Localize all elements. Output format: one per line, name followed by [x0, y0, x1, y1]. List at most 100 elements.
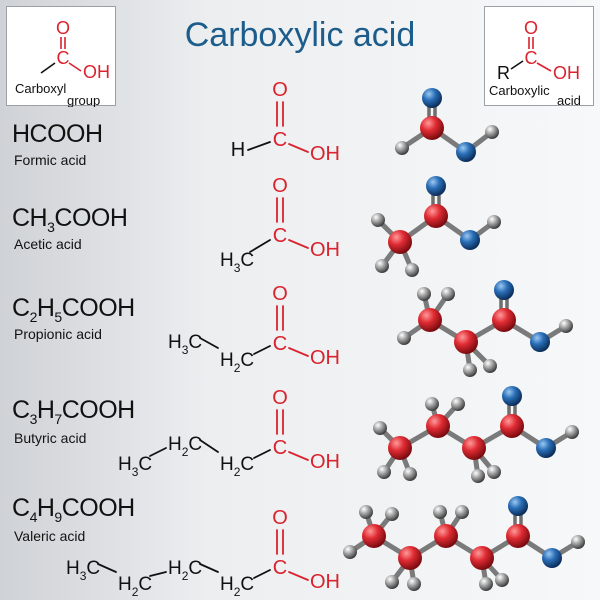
oxygen-atom-ball: [530, 332, 550, 352]
chain-ch2-label: H2C: [118, 574, 152, 599]
formula-part: C: [12, 494, 30, 522]
chain-bond-line: [199, 563, 219, 573]
chain-ch3-label: H3C: [66, 558, 100, 583]
carboxyl-c-label: C: [57, 48, 70, 68]
oxygen-atom-ball: [542, 548, 562, 568]
formula-part: C: [12, 294, 30, 322]
carbon-atom-ball: [454, 330, 478, 354]
carboxylic-o-label: O: [524, 18, 538, 38]
carboxyl-oh-label: OH: [83, 62, 110, 82]
hydrogen-atom-ball: [425, 397, 439, 411]
formula-part: C: [12, 396, 30, 424]
carboxyl-group-box: O C OH Carboxyl group: [6, 6, 116, 108]
hydrogen-atom-ball: [403, 467, 417, 481]
hydrogen-atom-ball: [371, 213, 385, 227]
oh-bond-line: [288, 347, 309, 357]
hydrogen-atom-ball: [441, 287, 455, 301]
hydrogen-atom-ball: [485, 125, 499, 139]
chain-ch3-label: H3C: [168, 332, 202, 357]
formula-part: COOH: [61, 494, 136, 522]
structure-o-label: O: [272, 387, 288, 409]
hydrogen-atom-ball: [397, 331, 411, 345]
oxygen-atom-ball: [422, 88, 442, 108]
formula-acetic: CH3COOH: [12, 204, 128, 235]
formula-valeric: C4H9COOH: [12, 494, 135, 525]
hydrogen-atom-ball: [571, 535, 585, 549]
oxygen-atom-ball: [502, 386, 522, 406]
structure-oh-label: OH: [310, 571, 340, 593]
hydrogen-atom-ball: [417, 287, 431, 301]
structure-o-label: O: [272, 175, 288, 197]
hydrogen-atom-ball: [377, 465, 391, 479]
structure-o-label: O: [272, 283, 288, 305]
oh-bond-line: [288, 143, 309, 153]
chain-ch2-label: H2C: [168, 434, 202, 459]
chain-ch2-label: H2C: [220, 454, 254, 479]
carbon-atom-ball: [462, 436, 486, 460]
carbon-atom-ball: [420, 116, 444, 140]
carbon-atom-ball: [506, 524, 530, 548]
chain-bond-line: [199, 439, 219, 453]
formula-subscript: 9: [54, 509, 62, 525]
hydrogen-atom-ball: [565, 425, 579, 439]
carboxylic-label-line1: Carboxylic: [489, 83, 550, 98]
formula-part: CH: [12, 204, 48, 232]
structure-c-label: C: [273, 437, 287, 459]
ball-and-stick-models: [343, 88, 585, 591]
structure-row-3: O C OH H3C H2C H2C: [118, 387, 340, 479]
carbon-atom-ball: [492, 308, 516, 332]
hydrogen-atom-ball: [395, 141, 409, 155]
chain-bond-line: [149, 571, 167, 577]
oxygen-atom-ball: [426, 176, 446, 196]
hydrogen-atom-ball: [407, 577, 421, 591]
chain-ch2-label: H2C: [168, 558, 202, 583]
oh-bond-line: [288, 239, 309, 249]
structure-oh-label: OH: [310, 143, 340, 165]
carbon-atom-ball: [500, 414, 524, 438]
hydrogen-atom-ball: [405, 263, 419, 277]
structure-c-label: C: [273, 225, 287, 247]
structure-oh-label: OH: [310, 347, 340, 369]
structure-o-label: O: [272, 79, 288, 101]
oh-bond-line: [288, 571, 309, 581]
structure-oh-label: OH: [310, 451, 340, 473]
carbon-atom-ball: [418, 308, 442, 332]
hydrogen-atom-ball: [483, 359, 497, 373]
oxygen-atom-ball: [508, 496, 528, 516]
hydrogen-atom-ball: [433, 505, 447, 519]
chain-ch3-label: H3C: [118, 454, 152, 479]
carboxylic-oh-label: OH: [553, 63, 580, 83]
name-formic: Formic acid: [14, 152, 87, 168]
hydrogen-atom-ball: [343, 545, 357, 559]
formula-subscript: 3: [29, 411, 38, 427]
carboxylic-label-line2: acid: [557, 93, 581, 107]
formula-subscript: 2: [29, 309, 38, 325]
carboxylic-r-label: R: [497, 63, 510, 83]
chain-ch2-label: H2C: [220, 350, 254, 375]
carbon-atom-ball: [362, 524, 386, 548]
name-acetic: Acetic acid: [14, 236, 82, 252]
chain-bond-line: [247, 141, 271, 151]
chain-bond-line: [253, 449, 271, 459]
structure-c-label: C: [273, 557, 287, 579]
carbon-atom-ball: [388, 436, 412, 460]
formula-subscript: 4: [29, 509, 38, 525]
chain-ch2-label: H2C: [220, 574, 254, 599]
hydrogen-atom-ball: [455, 505, 469, 519]
carboxylic-acid-structure: O C R OH Carboxylic acid: [489, 18, 581, 108]
structural-formulas: OCOHHOCOHH3COCOHH3CH2COCOHH3CH2CH2COCOHH…: [66, 79, 340, 599]
hydrogen-atom-ball: [463, 363, 477, 377]
hydrogen-atom-ball: [359, 505, 373, 519]
name-valeric: Valeric acid: [14, 528, 86, 544]
formula-subscript: 3: [47, 219, 55, 235]
carboxyl-label-line1: Carboxyl: [15, 81, 66, 96]
formula-subscript: 5: [54, 309, 62, 325]
hydrogen-atom-ball: [559, 319, 573, 333]
hydrogen-atom-ball: [479, 577, 493, 591]
formula-part: HCOOH: [12, 120, 103, 148]
hydrogen-atom-ball: [487, 465, 501, 479]
